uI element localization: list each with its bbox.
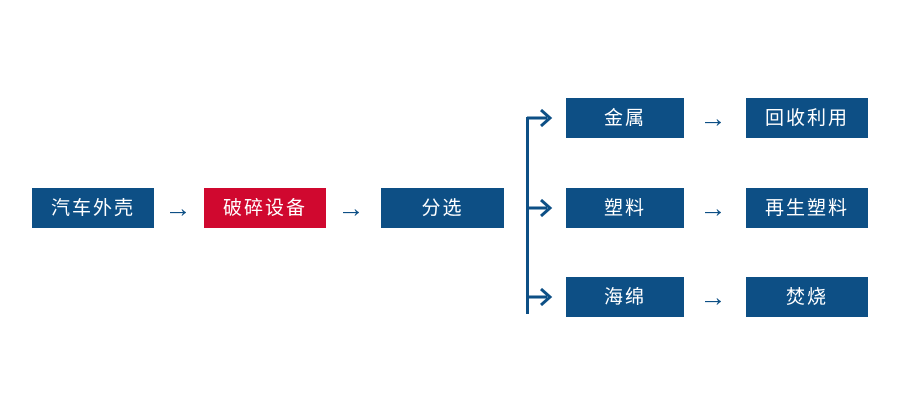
arrow-sponge-to-incineration: → (699, 281, 727, 312)
node-sponge-material[interactable]: 海绵 (566, 277, 684, 317)
node-sponge-outcome[interactable]: 焚烧 (746, 277, 868, 317)
branch-arrow-sponge (527, 284, 559, 310)
node-metal-outcome[interactable]: 回收利用 (746, 98, 868, 138)
node-plastic-material[interactable]: 塑料 (566, 188, 684, 228)
arrow-car-shell-to-crusher: → (164, 192, 192, 223)
node-plastic-outcome[interactable]: 再生塑料 (746, 188, 868, 228)
arrow-metal-to-recycle: → (699, 102, 727, 133)
node-metal-material[interactable]: 金属 (566, 98, 684, 138)
branch-arrow-plastic (527, 195, 559, 221)
branch-bus-line (526, 117, 529, 314)
node-sorting[interactable]: 分选 (381, 188, 504, 228)
branch-arrow-metal (527, 105, 559, 131)
node-car-shell[interactable]: 汽车外壳 (32, 188, 154, 228)
arrow-plastic-to-regenerated: → (699, 192, 727, 223)
arrow-crusher-to-sorting: → (337, 192, 365, 223)
node-crusher[interactable]: 破碎设备 (204, 188, 326, 228)
